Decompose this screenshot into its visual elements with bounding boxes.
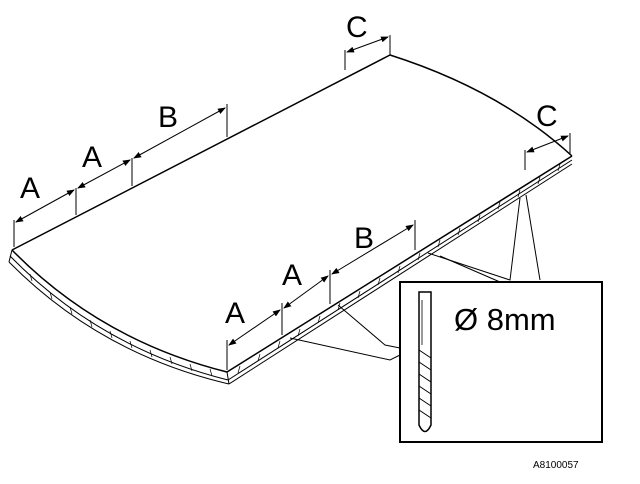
- dim-label-a4: A: [282, 259, 302, 292]
- dim-label-a1: A: [20, 172, 40, 205]
- dim-label-b1: B: [158, 101, 178, 134]
- back-edge-dimensions: [13, 104, 228, 247]
- dim-label-c2: C: [536, 100, 558, 133]
- right-corner-dimension: [524, 133, 571, 170]
- drill-diameter-label: Ø 8mm: [454, 302, 556, 337]
- drill-bit-icon: [418, 291, 432, 433]
- callout-leader-lines: [289, 194, 541, 361]
- dim-label-a3: A: [225, 297, 245, 330]
- panel-rim-hatching: [29, 163, 561, 377]
- panel-left-edge: [11, 249, 228, 373]
- top-corner-dimension: [344, 35, 391, 70]
- dim-label-b2: B: [354, 222, 374, 255]
- front-edge-dimensions: [226, 220, 416, 370]
- panel-back-edge: [11, 54, 391, 251]
- dim-label-c1: C: [346, 11, 368, 44]
- dim-label-a2: A: [82, 141, 102, 174]
- drill-bit-inset: Ø 8mm: [399, 281, 603, 443]
- figure-reference: A8100057: [533, 460, 579, 471]
